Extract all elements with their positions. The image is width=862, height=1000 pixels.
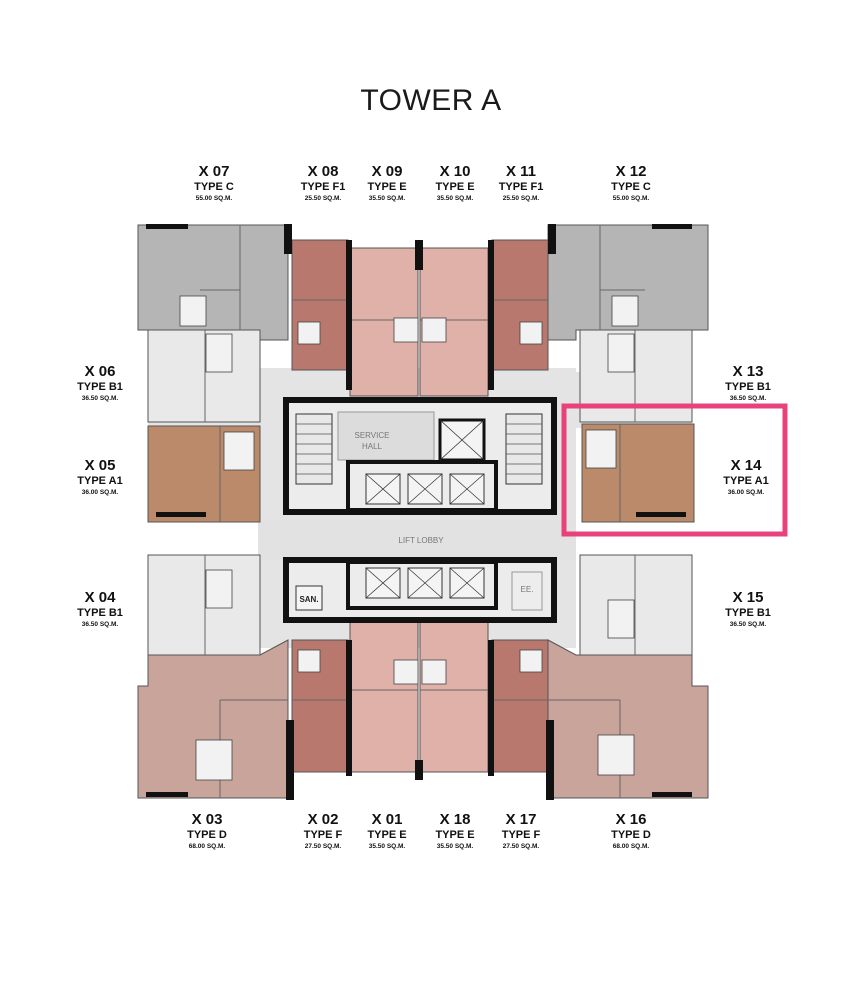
corridor-center [258,520,576,560]
interior-partitions [200,225,645,798]
unit-area: 35.50 SQ.M. [436,195,474,202]
unit-x16-shape[interactable] [547,639,709,799]
core-lower [283,557,557,623]
unit-type: TYPE A1 [77,475,123,487]
unit-type: TYPE D [611,829,651,841]
unit-code: X 02 [307,811,339,828]
unit-type: TYPE E [435,181,475,193]
unit-type: TYPE F [501,829,541,841]
unit-x15-shape[interactable] [579,554,693,656]
unit-area: 36.50 SQ.M. [729,395,767,402]
unit-label-x01[interactable]: X 01 TYPE E 35.50 SQ.M. [332,811,442,851]
unit-code: X 15 [732,589,764,606]
unit-label-x16[interactable]: X 16 TYPE D 68.00 SQ.M. [576,811,686,851]
unit-label-x13[interactable]: X 13 TYPE B1 36.50 SQ.M. [693,363,803,403]
unit-label-x15[interactable]: X 15 TYPE B1 36.50 SQ.M. [693,589,803,629]
unit-code: X 16 [615,811,647,828]
ee-label: EE. [521,585,534,594]
unit-area: 25.50 SQ.M. [502,195,540,202]
unit-code: X 04 [84,589,116,606]
unit-area: 35.50 SQ.M. [368,195,406,202]
unit-x18-shape[interactable] [419,619,489,773]
unit-code: X 13 [732,363,764,380]
unit-label-x04[interactable]: X 04 TYPE B1 36.50 SQ.M. [45,589,155,629]
unit-type: TYPE E [367,181,407,193]
unit-code: X 05 [84,457,116,474]
unit-label-x09[interactable]: X 09 TYPE E 35.50 SQ.M. [332,163,442,203]
unit-area: 36.50 SQ.M. [81,395,119,402]
unit-area: 36.50 SQ.M. [81,621,119,628]
unit-code: X 10 [439,163,471,180]
unit-code: X 18 [439,811,471,828]
unit-label-x12[interactable]: X 12 TYPE C 55.00 SQ.M. [576,163,686,203]
unit-type: TYPE A1 [723,475,769,487]
unit-code: X 12 [615,163,647,180]
unit-area: 55.00 SQ.M. [195,195,233,202]
unit-label-x07[interactable]: X 07 TYPE C 55.00 SQ.M. [159,163,269,203]
unit-code: X 14 [730,457,762,474]
unit-label-x05[interactable]: X 05 TYPE A1 36.00 SQ.M. [45,457,155,497]
unit-code: X 06 [84,363,116,380]
unit-area: 25.50 SQ.M. [304,195,342,202]
san-label: SAN. [299,595,318,604]
unit-type: TYPE C [611,181,651,193]
unit-area: 36.00 SQ.M. [727,489,765,496]
unit-type: TYPE C [194,181,234,193]
unit-x03-shape[interactable] [137,639,289,799]
unit-area: 36.00 SQ.M. [81,489,119,496]
unit-area: 27.50 SQ.M. [304,843,342,850]
unit-code: X 09 [371,163,403,180]
unit-label-x11[interactable]: X 11 TYPE F1 25.50 SQ.M. [466,163,576,203]
unit-type: TYPE B1 [725,381,771,393]
unit-code: X 17 [505,811,537,828]
unit-area: 35.50 SQ.M. [368,843,406,850]
unit-code: X 08 [307,163,339,180]
unit-area: 55.00 SQ.M. [612,195,650,202]
unit-code: X 07 [198,163,230,180]
unit-type: TYPE B1 [77,607,123,619]
unit-area: 68.00 SQ.M. [188,843,226,850]
lift-lobby-label: LIFT LOBBY [398,536,444,545]
unit-label-x06[interactable]: X 06 TYPE B1 36.50 SQ.M. [45,363,155,403]
unit-area: 68.00 SQ.M. [612,843,650,850]
unit-x06-shape[interactable] [147,329,261,423]
service-hall-label-1: SERVICE [355,431,390,440]
core-upper [283,397,557,515]
unit-label-x03[interactable]: X 03 TYPE D 68.00 SQ.M. [152,811,262,851]
unit-type: TYPE B1 [77,381,123,393]
exterior-walls [146,224,692,800]
unit-x07-shape[interactable] [137,224,289,341]
unit-type: TYPE E [367,829,407,841]
service-hall-label-2: HALL [362,442,383,451]
unit-x04-shape[interactable] [147,554,261,656]
unit-area: 27.50 SQ.M. [502,843,540,850]
unit-type: TYPE F1 [498,181,544,193]
unit-area: 36.50 SQ.M. [729,621,767,628]
highlight-frame-x14 [561,403,788,537]
unit-x11-shape[interactable] [491,239,549,371]
unit-label-x18[interactable]: X 18 TYPE E 35.50 SQ.M. [400,811,510,851]
page-title: TOWER A [360,84,502,117]
unit-label-x08[interactable]: X 08 TYPE F1 25.50 SQ.M. [268,163,378,203]
unit-label-x14[interactable]: X 14 TYPE A1 36.00 SQ.M. [691,457,801,497]
unit-code: X 01 [371,811,403,828]
unit-code: X 11 [505,163,537,180]
unit-type: TYPE B1 [725,607,771,619]
unit-label-x02[interactable]: X 02 TYPE F 27.50 SQ.M. [268,811,378,851]
unit-area: 35.50 SQ.M. [436,843,474,850]
unit-label-x10[interactable]: X 10 TYPE E 35.50 SQ.M. [400,163,510,203]
unit-x01-shape[interactable] [349,619,419,773]
unit-label-x17[interactable]: X 17 TYPE F 27.50 SQ.M. [466,811,576,851]
unit-type: TYPE D [187,829,227,841]
unit-code: X 03 [191,811,223,828]
unit-type: TYPE F1 [300,181,346,193]
unit-x08-shape[interactable] [291,239,349,371]
unit-type: TYPE E [435,829,475,841]
bathroom-fixtures [179,295,639,781]
unit-type: TYPE F [303,829,343,841]
